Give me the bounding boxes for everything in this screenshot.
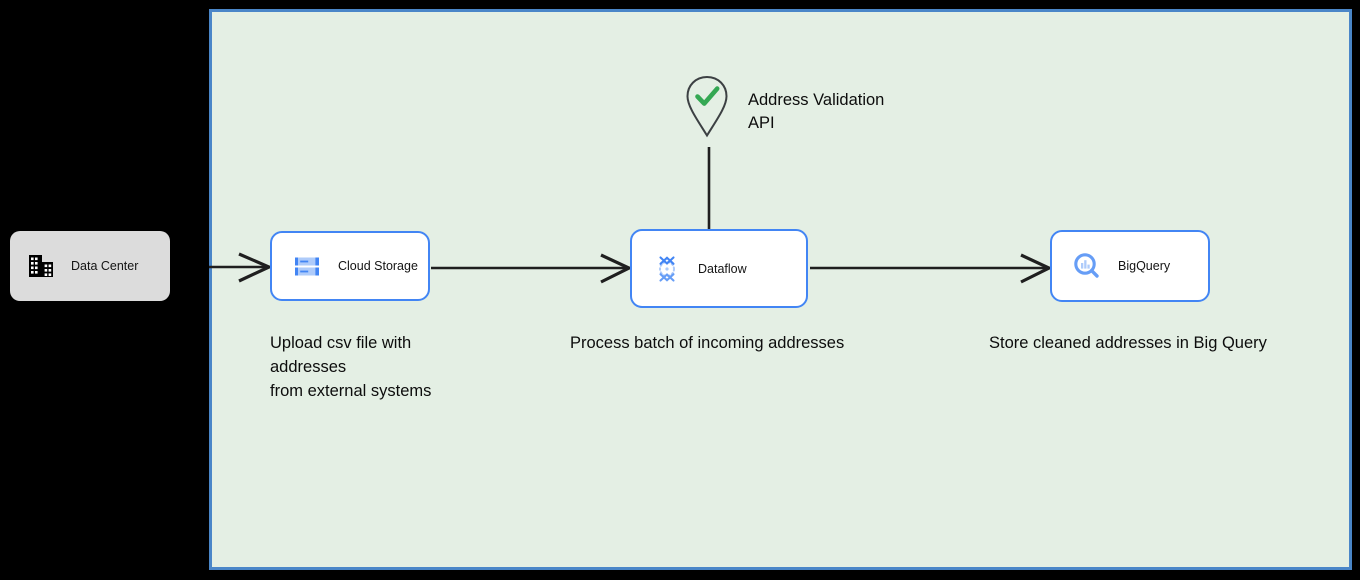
node-address-validation-api-label: Address Validation API (748, 91, 885, 132)
caption-dataflow: Process batch of incoming addresses (570, 334, 845, 352)
node-cloud-storage[interactable]: Cloud Storage (270, 231, 430, 301)
cloud-storage-icon (292, 251, 322, 281)
node-data-center[interactable]: Data Center (10, 231, 170, 301)
dataflow-icon (652, 254, 682, 284)
node-bigquery-label: BigQuery (1118, 259, 1171, 273)
node-bigquery[interactable]: BigQuery (1050, 230, 1210, 302)
node-cloud-storage-label: Cloud Storage (338, 259, 418, 273)
caption-bigquery: Store cleaned addresses in Big Query (989, 334, 1267, 352)
node-dataflow-label: Dataflow (698, 261, 747, 276)
node-dataflow[interactable]: Dataflow (630, 229, 808, 308)
caption-cloud-storage: Upload csv file with addresses from exte… (270, 334, 432, 400)
node-data-center-label: Data Center (71, 259, 139, 273)
bigquery-icon (1072, 251, 1102, 281)
node-address-validation-api[interactable]: Address Validation API (684, 75, 934, 145)
data-center-building-icon (27, 251, 57, 281)
map-pin-check-icon (684, 75, 730, 139)
